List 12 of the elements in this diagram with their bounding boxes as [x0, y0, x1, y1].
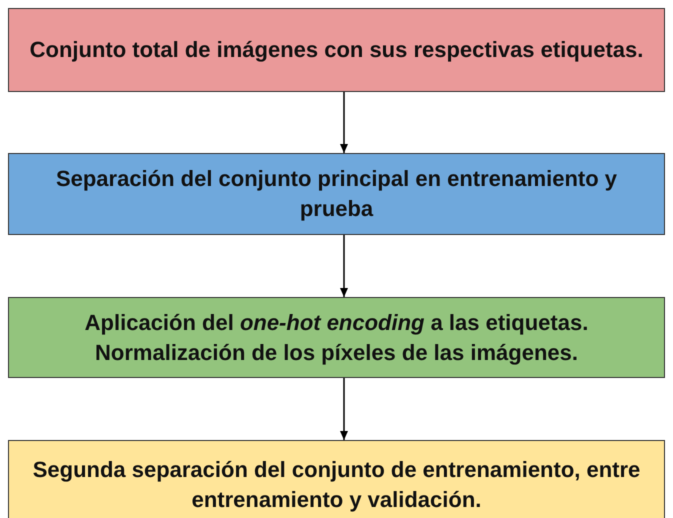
arrow: [340, 235, 348, 297]
box-text: Normalización de los píxeles de las imágenes.: [95, 338, 578, 367]
box-text: Conjunto total de imágenes con sus respectivas etiquetas.: [30, 36, 644, 64]
process-box: [8, 153, 665, 235]
process-box: [8, 440, 665, 518]
process-box: [8, 297, 665, 378]
process-box: [8, 8, 665, 92]
arrow: [340, 92, 348, 153]
box-text: Aplicación del one-hot encoding a las etiquetas.: [84, 308, 588, 337]
box-text: Separación del conjunto principal en entrenamiento y prueba: [54, 165, 618, 223]
box-text: Segunda separación del conjunto de entrenamiento, entre entrenamiento y validación.: [32, 456, 642, 514]
arrow: [340, 378, 348, 440]
